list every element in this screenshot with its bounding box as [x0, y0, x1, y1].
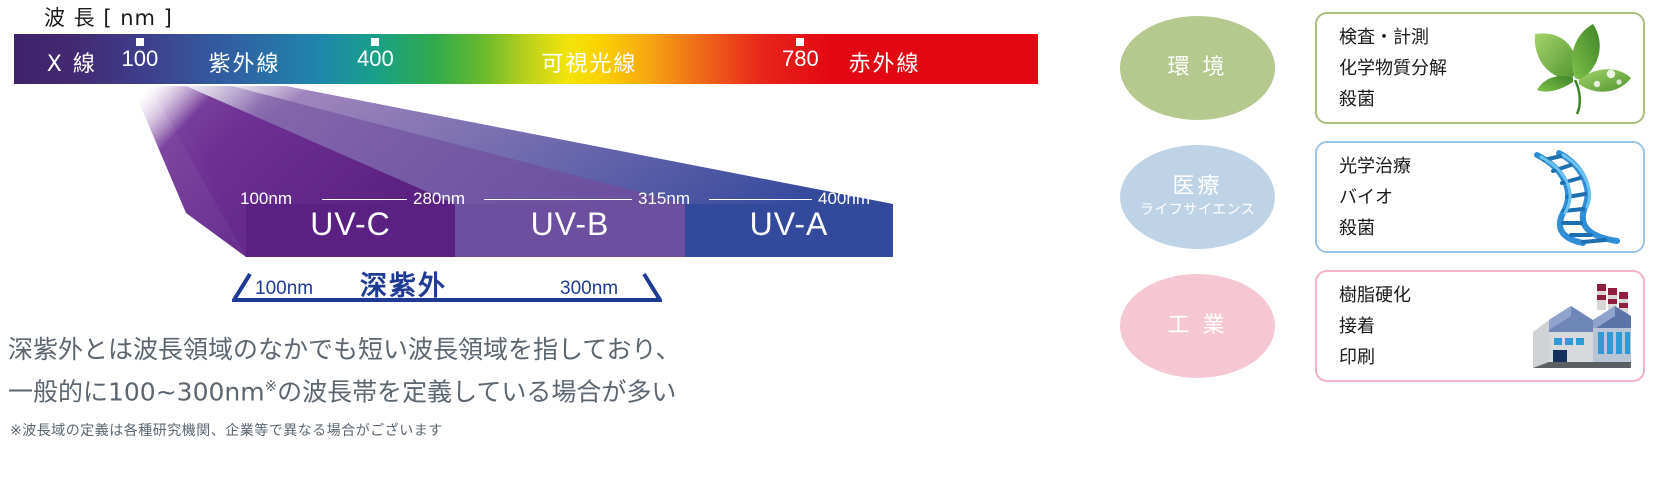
uv-a-band: UV-A — [685, 204, 893, 257]
list-item: 接着 — [1339, 315, 1375, 337]
deep-uv-range-end: 300nm — [560, 278, 619, 299]
spectrum-tick-400: 400 — [357, 46, 394, 71]
uv-boundary-280nm: 280nm — [413, 189, 465, 208]
application-card-environment: 検査・計測 化学物質分解 殺菌 — [1315, 12, 1645, 124]
spectrum-tick-marker-400 — [371, 38, 380, 46]
description-line-2-post: の波長帯を定義している場合が多い — [277, 377, 677, 407]
category-title-environment: 環 境 — [1167, 55, 1228, 80]
list-item: 化学物質分解 — [1339, 57, 1447, 79]
uv-scale-rule-1 — [322, 199, 407, 200]
uv-boundary-100nm: 100nm — [240, 189, 292, 208]
category-oval-industry: 工 業 — [1120, 274, 1275, 378]
list-item: バイオ — [1339, 186, 1393, 208]
leaf-icon — [1534, 24, 1631, 115]
uv-boundary-400nm: 400nm — [818, 189, 870, 208]
description-line-1: 深紫外とは波長領域のなかでも短い波長領域を指しており、 — [8, 335, 681, 364]
spectrum-bar: X 線 紫外線 可視光線 赤外線 100 400 780 — [14, 34, 1038, 84]
uv-scale-rule-3 — [709, 199, 812, 200]
dna-icon — [1534, 150, 1620, 246]
category-title-medical: 医療 — [1172, 174, 1223, 199]
category-oval-environment: 環 境 — [1120, 16, 1275, 120]
uv-scale-rule-2 — [484, 199, 632, 200]
list-item: 検査・計測 — [1339, 26, 1429, 48]
list-item: 殺菌 — [1339, 88, 1375, 110]
application-card-medical: 光学治療 バイオ 殺菌 — [1315, 141, 1645, 253]
application-items-medical: 光学治療 バイオ 殺菌 — [1317, 152, 1411, 243]
uv-c-label: UV-C — [310, 206, 391, 242]
uv-b-band: UV-B — [455, 204, 685, 257]
wavelength-axis-caption: 波 長 [ nm ] — [44, 6, 173, 30]
description-line-2-pre: 一般的に100~300nm — [8, 377, 265, 407]
list-item: 樹脂硬化 — [1339, 284, 1411, 306]
application-panels: 環 境 検査・計測 化学物質分解 殺菌 — [1092, 0, 1670, 478]
spectrum-tick-100: 100 — [121, 46, 159, 71]
application-items-environment: 検査・計測 化学物質分解 殺菌 — [1317, 23, 1447, 114]
application-card-industry: 樹脂硬化 接着 印刷 — [1315, 270, 1645, 382]
application-row-medical: 医療 ライフサイエンス 光学治療 バイオ 殺菌 — [1092, 135, 1670, 259]
deep-uv-title: 深紫外 — [360, 271, 447, 302]
uv-a-label: UV-A — [749, 206, 829, 242]
category-oval-medical: 医療 ライフサイエンス — [1120, 145, 1275, 249]
uv-b-label: UV-B — [530, 206, 610, 242]
description-footnote-mark: ※ — [264, 377, 278, 395]
uv-boundary-315nm: 315nm — [638, 189, 690, 208]
factory-icon — [1533, 284, 1631, 368]
application-row-environment: 環 境 検査・計測 化学物質分解 殺菌 — [1092, 6, 1670, 130]
description-text: 深紫外とは波長領域のなかでも短い波長領域を指しており、 一般的に100~300n… — [8, 332, 681, 410]
spectrum-tick-marker-100 — [135, 38, 144, 46]
spectrum-tick-marker-780 — [796, 38, 805, 46]
list-item: 印刷 — [1339, 346, 1375, 368]
list-item: 殺菌 — [1339, 217, 1375, 239]
description-line-2: 一般的に100~300nm※の波長帯を定義している場合が多い — [8, 368, 681, 410]
category-subtitle-medical: ライフサイエンス — [1139, 202, 1256, 218]
uv-c-band: UV-C — [246, 204, 455, 257]
spectrum-tick-780: 780 — [782, 46, 819, 71]
spectrum-band-xray: X 線 — [46, 52, 97, 77]
category-title-industry: 工 業 — [1167, 313, 1228, 338]
spectrum-band-uv: 紫外線 — [208, 52, 281, 77]
spectrum-band-visible: 可視光線 — [541, 52, 638, 77]
footnote-text: ※波長域の定義は各種研究機関、企業等で異なる場合がございます — [10, 423, 443, 439]
list-item: 光学治療 — [1339, 155, 1411, 177]
spectrum-band-infrared: 赤外線 — [848, 52, 921, 77]
uv-spectrum-diagram: 波 長 [ nm ] X 線 — [8, 6, 1038, 439]
application-row-industry: 工 業 樹脂硬化 接着 印刷 — [1092, 264, 1670, 388]
deep-uv-range-start: 100nm — [255, 278, 314, 299]
deep-uv-bracket — [232, 272, 662, 302]
application-items-industry: 樹脂硬化 接着 印刷 — [1317, 281, 1411, 372]
